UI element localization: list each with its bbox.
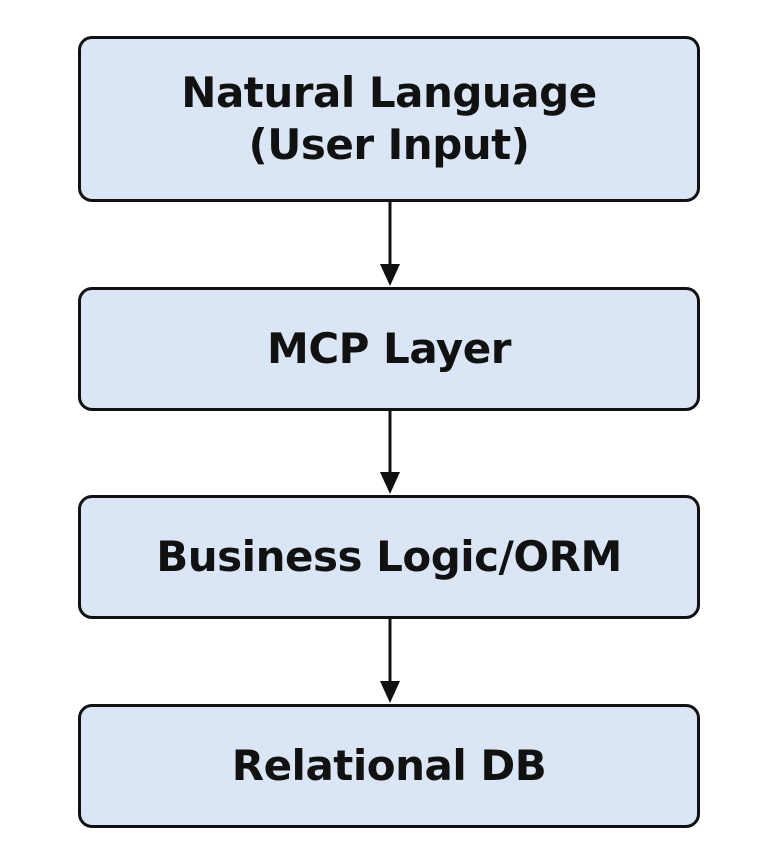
node-relational-db: Relational DB [78,704,700,828]
node-label: Relational DB [231,740,547,790]
node-label-line: Natural Language [181,67,597,117]
node-label: MCP Layer [267,323,511,373]
node-mcp-layer: MCP Layer [78,287,700,411]
node-business-logic: Business Logic/ORM [78,495,700,619]
arrow-natural-language-to-mcp [380,202,400,286]
node-label-line: (User Input) [248,120,530,169]
node-natural-language: Natural Language (User Input) [78,36,700,202]
arrow-mcp-to-business-logic [380,411,400,494]
node-label: Business Logic/ORM [156,531,622,581]
arrow-business-logic-to-db [380,619,400,703]
